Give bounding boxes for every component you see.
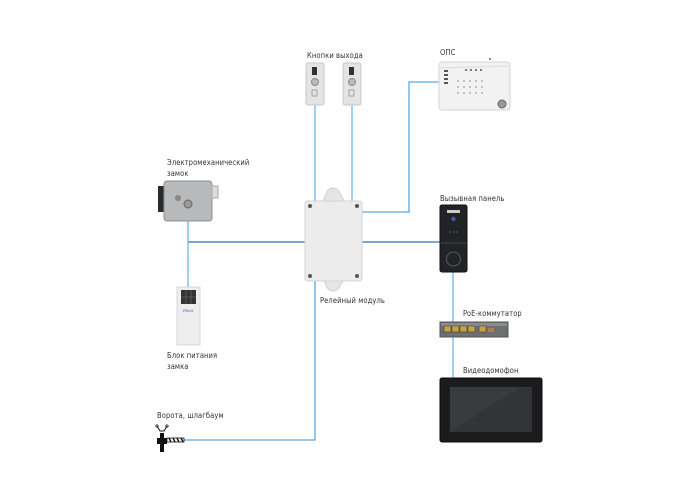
label-lock-line2: замок bbox=[167, 169, 189, 178]
call-panel-device bbox=[439, 204, 468, 273]
label-psu-line2: замка bbox=[167, 362, 189, 371]
poe-switch-device bbox=[439, 321, 509, 338]
wire-alarm-panel bbox=[362, 81, 440, 213]
exit-button-1 bbox=[305, 62, 325, 106]
relay-module-device bbox=[304, 187, 363, 292]
lock-power-supply: PSlink bbox=[176, 286, 201, 346]
label-poe-switch: PoE-коммутатор bbox=[463, 309, 522, 318]
wire-relay-gate bbox=[184, 280, 316, 441]
alarm-panel-device bbox=[438, 58, 511, 111]
label-lock-line1: Электромеханический bbox=[167, 158, 250, 167]
label-psu-line1: Блок питания bbox=[167, 351, 218, 360]
label-exit-buttons: Кнопки выхода bbox=[307, 51, 363, 60]
label-video-intercom: Видеодомофон bbox=[463, 366, 519, 375]
label-relay-module: Релейный модуль bbox=[320, 296, 386, 305]
label-alarm-panel: ОПС bbox=[440, 48, 456, 57]
label-gate: Ворота, шлагбаум bbox=[157, 411, 224, 420]
gate-barrier-icon bbox=[155, 424, 185, 452]
video-intercom-monitor bbox=[439, 377, 543, 443]
psu-brand-logo: PSlink bbox=[183, 309, 194, 313]
exit-button-2 bbox=[342, 62, 362, 106]
electromechanical-lock bbox=[158, 180, 219, 222]
label-call-panel: Вызывная панель bbox=[440, 194, 505, 203]
